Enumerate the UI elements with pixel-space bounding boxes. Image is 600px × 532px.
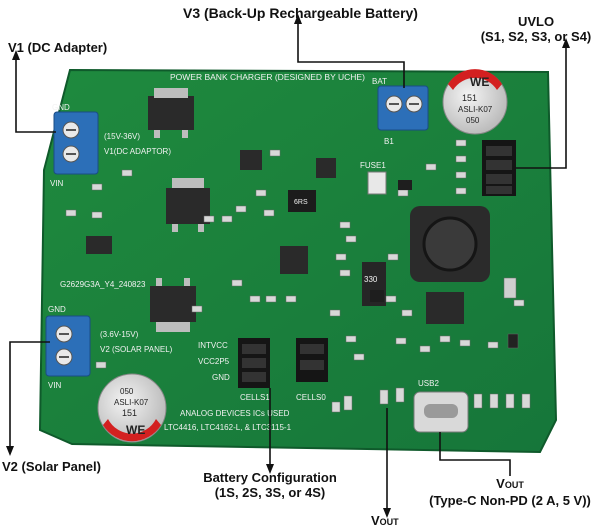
uvlo-header: [482, 140, 516, 196]
cap-top-brand: WE: [470, 75, 489, 89]
vin-label-bottom: VIN: [48, 381, 62, 390]
diodes: [370, 180, 412, 302]
callout-arrows: [9, 22, 567, 510]
usb-c-connector: [413, 391, 469, 433]
cap-bottom-series: ASLI-K07: [114, 398, 149, 407]
vout-left-sub: OUT: [379, 517, 399, 527]
cap-bottom-value: 151: [122, 408, 137, 418]
callout-arrowheads: [6, 14, 570, 518]
v2-range-label: (3.6V-15V): [100, 330, 139, 339]
v1-adaptor-label: V1(DC ADAPTOR): [104, 147, 171, 156]
vout-left-callout: VOUT: [371, 513, 399, 530]
vout-left-v: V: [371, 513, 380, 528]
battery-config-sub: (1S, 2S, 3S, or 4S): [214, 485, 326, 500]
cap-bottom-rating: 050: [120, 387, 134, 396]
gnd-label-bottom: GND: [48, 305, 66, 314]
cap-bottom-brand: WE: [126, 423, 145, 437]
uvlo-callout: UVLO (S1, S2, S3, or S4): [472, 14, 600, 44]
vcc2p5-label: VCC2P5: [198, 357, 230, 366]
cells1-label: CELLS1: [240, 393, 270, 402]
ic-main: [280, 246, 308, 274]
vout-right-title: VOUT: [420, 476, 600, 493]
bat-label: BAT: [372, 77, 387, 86]
fuse: [367, 171, 387, 195]
vout-right-callout: VOUT (Type-C Non-PD (2 A, 5 V)): [420, 476, 600, 508]
cap-top-rating: 050: [466, 116, 480, 125]
ic-u3: [426, 292, 464, 324]
solar-input-terminal: [45, 315, 91, 377]
ic-6rs-marking: 6RS: [294, 199, 308, 206]
v1-range-label: (15V-36V): [104, 132, 140, 141]
battery-config-callout: Battery Configuration (1S, 2S, 3S, or 4S…: [186, 470, 354, 500]
passive-components: [65, 139, 531, 413]
mosfet-q3: [150, 278, 196, 332]
part-code-label: G2629G3A_Y4_240823: [60, 280, 146, 289]
inductor-330-label: 330: [364, 275, 378, 284]
capacitor-top-right: [442, 69, 508, 135]
board-title: POWER BANK CHARGER (DESIGNED BY UCHE): [170, 72, 365, 82]
cells1-header: [238, 338, 270, 388]
battery-terminal: [377, 85, 429, 131]
dc-input-terminal: [53, 111, 99, 175]
fuse-label: FUSE1: [360, 161, 386, 170]
ic-m1: [240, 150, 262, 170]
ic-u1: [86, 236, 112, 254]
cells0-label: CELLS0: [296, 393, 326, 402]
vin-label-top: VIN: [50, 179, 64, 188]
cap-top-value: 151: [462, 93, 477, 103]
inductor-l: [410, 206, 490, 282]
usb2-label: USB2: [418, 379, 439, 388]
ic-6rs: [288, 190, 316, 212]
intvcc-label: INTVCC: [198, 341, 228, 350]
v3-callout: V3 (Back-Up Rechargeable Battery): [183, 5, 418, 21]
v1-callout: V1 (DC Adapter): [8, 40, 108, 55]
v2-callout: V2 (Solar Panel): [2, 459, 101, 474]
v2-solar-label: V2 (SOLAR PANEL): [100, 345, 173, 354]
gnd-mid-label: GND: [212, 373, 230, 382]
uvlo-title: UVLO: [517, 14, 555, 29]
vout-right-v: V: [496, 476, 505, 491]
mosfet-q1: [148, 88, 194, 138]
cells0-header: [296, 338, 328, 382]
b1-label: B1: [384, 137, 394, 146]
battery-config-title: Battery Configuration: [203, 470, 337, 485]
uvlo-sub: (S1, S2, S3, or S4): [480, 29, 592, 44]
vout-right-sub: OUT: [504, 480, 524, 490]
capacitor-bottom-left: [97, 373, 167, 443]
gnd-label-top: GND: [52, 103, 70, 112]
footer-line1: ANALOG DEVICES ICs USED: [180, 409, 290, 418]
footer-line2: LTC4416, LTC4162-L, & LTC3115-1: [164, 423, 292, 432]
vout-right-desc: (Type-C Non-PD (2 A, 5 V)): [429, 493, 591, 508]
cap-top-series: ASLI-K07: [458, 105, 493, 114]
mosfet-q4: [166, 178, 210, 232]
ic-m2: [316, 158, 336, 178]
